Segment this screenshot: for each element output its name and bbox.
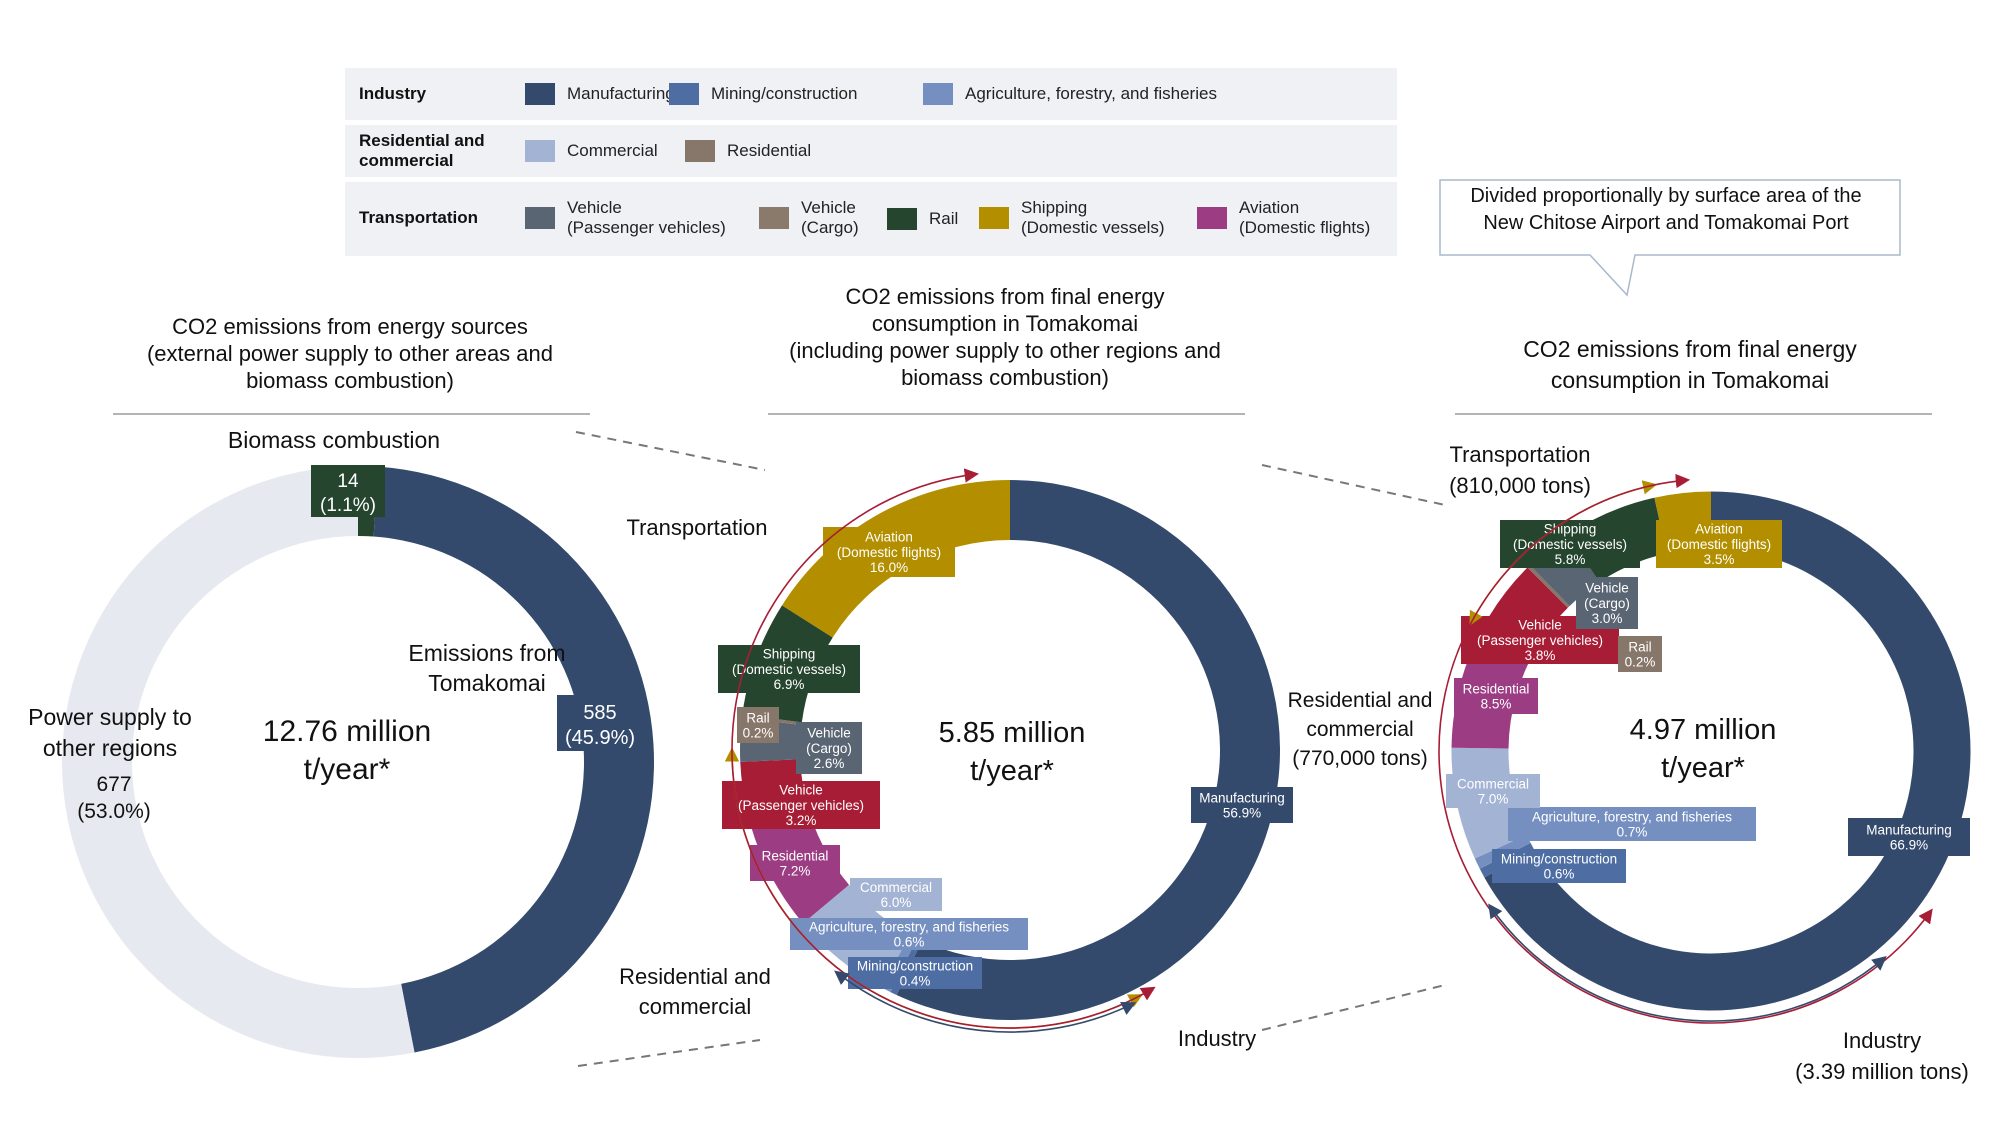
chart-title-1: CO2 emissions from energy sources (exter… [146, 314, 553, 393]
slice-label-box [1618, 636, 1662, 672]
legend-item: Vehicle (Passenger vehicles) [525, 198, 726, 238]
slice-label-box [1454, 678, 1538, 714]
connector-line [575, 431, 766, 471]
legend-row-residential: Residential and commercial Commercial Re… [345, 125, 1397, 177]
chart-title-3: CO2 emissions from final energy consumpt… [1523, 336, 1857, 393]
slice-label-biomass-box [311, 465, 385, 517]
legend-item: Agriculture, forestry, and fisheries [923, 83, 1217, 105]
group-arrow-industry [731, 468, 1156, 1029]
slice-label-box [823, 527, 955, 577]
legend-item: Manufacturing [525, 83, 675, 105]
legend-item: Aviation (Domestic flights) [1197, 198, 1370, 238]
group-label-industry: Industry(3.39 million tons) [1795, 1028, 1969, 1084]
donut-slice [62, 466, 415, 1058]
slice-label-biomass: 14(1.1%) [320, 471, 376, 516]
slice-label-box [1191, 787, 1293, 823]
group-label-biomass: Biomass combustion [228, 427, 440, 453]
donut-slice [373, 466, 655, 1053]
legend-category: Industry [359, 84, 427, 103]
legend-category: Residential and commercial [359, 131, 485, 170]
legend-category: Transportation [359, 208, 479, 227]
group-label-transportation: Transportation [626, 515, 767, 540]
legend-item: Shipping (Domestic vessels) [979, 198, 1165, 238]
legend-item: Residential [685, 140, 811, 162]
group-arrow-residential [1488, 903, 1887, 1022]
donut-slice [896, 480, 1280, 1020]
legend-item: Commercial [525, 140, 658, 162]
connector-line [1261, 464, 1446, 506]
group-arrow-industry [1438, 473, 1933, 1024]
group-label-transportation: Transportation(810,000 tons) [1449, 442, 1591, 498]
group-arrow-residential [834, 970, 1137, 1033]
slice-label-tomakomai-box [557, 695, 643, 751]
slice-label-tomakomai: 585(45.9%) [565, 702, 635, 749]
slice-label-box [718, 645, 860, 693]
connector-line [1261, 984, 1446, 1031]
slice-label-box [1492, 849, 1626, 883]
legend-row-transportation: Transportation Vehicle (Passenger vehicl… [345, 182, 1397, 256]
legend-item: Vehicle (Cargo) [759, 198, 859, 238]
chart-title-2: CO2 emissions from final energy consumpt… [789, 284, 1221, 390]
legend-item: Rail [887, 208, 958, 230]
legend-row-industry: Industry Manufacturing Mining/constructi… [345, 68, 1397, 120]
connector-line [577, 1039, 761, 1067]
callout-text: Divided proportionally by surface area o… [1470, 185, 1862, 234]
slice-label-box [1446, 774, 1540, 808]
group-label-industry: Industry [1178, 1026, 1256, 1051]
slice-label: Aviation(Domestic flights)16.0% [837, 530, 941, 575]
slice-label-power-supply: 677(53.0%) [77, 773, 151, 823]
slice-label: Shipping(Domestic vessels)6.9% [732, 647, 846, 692]
slice-label-box [737, 707, 779, 743]
legend-item: Mining/construction [669, 83, 857, 105]
